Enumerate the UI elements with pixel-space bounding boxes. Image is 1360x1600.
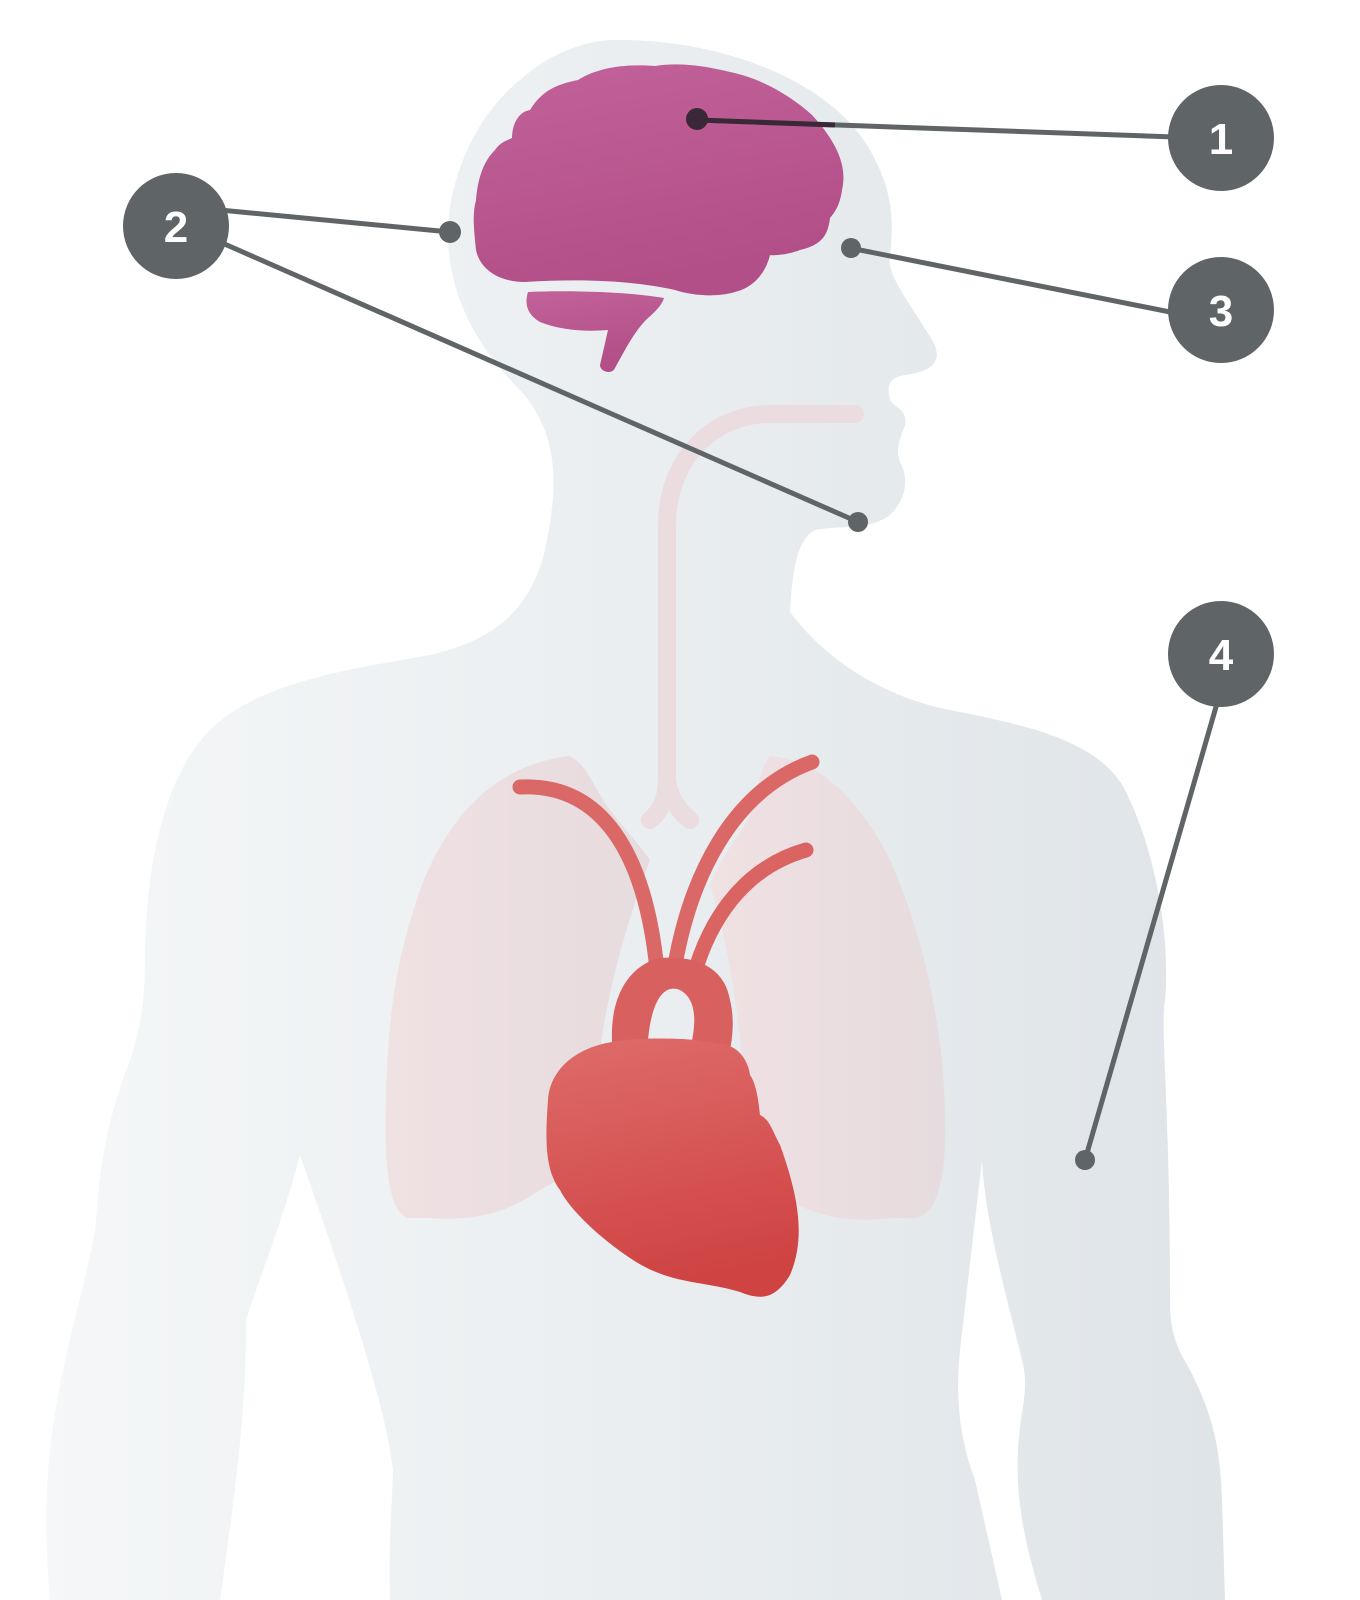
badge-circle: [1168, 257, 1274, 363]
callout-badge-3[interactable]: 3: [1168, 257, 1274, 363]
badge-number-2: 2: [164, 203, 188, 252]
callout-line-2b: [218, 239, 860, 525]
badge-circle: [1168, 601, 1274, 707]
callout-badge-2[interactable]: 2: [123, 173, 229, 279]
artery-right-upper: [667, 754, 820, 973]
callout-badge-1[interactable]: 1: [1168, 85, 1274, 191]
callout-line-3: [849, 245, 1176, 316]
badge-number-3: 3: [1209, 287, 1233, 336]
body-silhouette: [46, 39, 1225, 1600]
badge-circle: [1168, 85, 1274, 191]
callout-lines: [218, 117, 1221, 1161]
callout-dot-4[interactable]: [1075, 1150, 1095, 1170]
heart-body: [546, 1038, 799, 1297]
callout-badge-4[interactable]: 4: [1168, 601, 1274, 707]
heart: [512, 754, 820, 1297]
artery-right-lower: [689, 842, 814, 973]
callout-dot-2a[interactable]: [439, 221, 461, 243]
badge-number-4: 4: [1209, 631, 1234, 680]
body-shape: [46, 39, 1225, 1600]
callout-dot-3[interactable]: [841, 238, 861, 258]
callout-dots: [439, 108, 1095, 1170]
callout-line-2a: [219, 207, 451, 235]
callout-line-1-on-brain: [696, 117, 836, 128]
bronchus-right: [658, 771, 699, 829]
badge-number-1: 1: [1209, 115, 1233, 164]
callout-dot-2b[interactable]: [848, 512, 868, 532]
badge-circle: [123, 173, 229, 279]
artery-left: [512, 779, 665, 978]
cerebellum: [526, 291, 664, 372]
airway: [641, 405, 864, 829]
callout-line-4: [1082, 699, 1221, 1161]
callout-dot-1[interactable]: [686, 108, 708, 130]
trachea: [641, 405, 864, 829]
aortic-arch: [611, 957, 733, 1050]
